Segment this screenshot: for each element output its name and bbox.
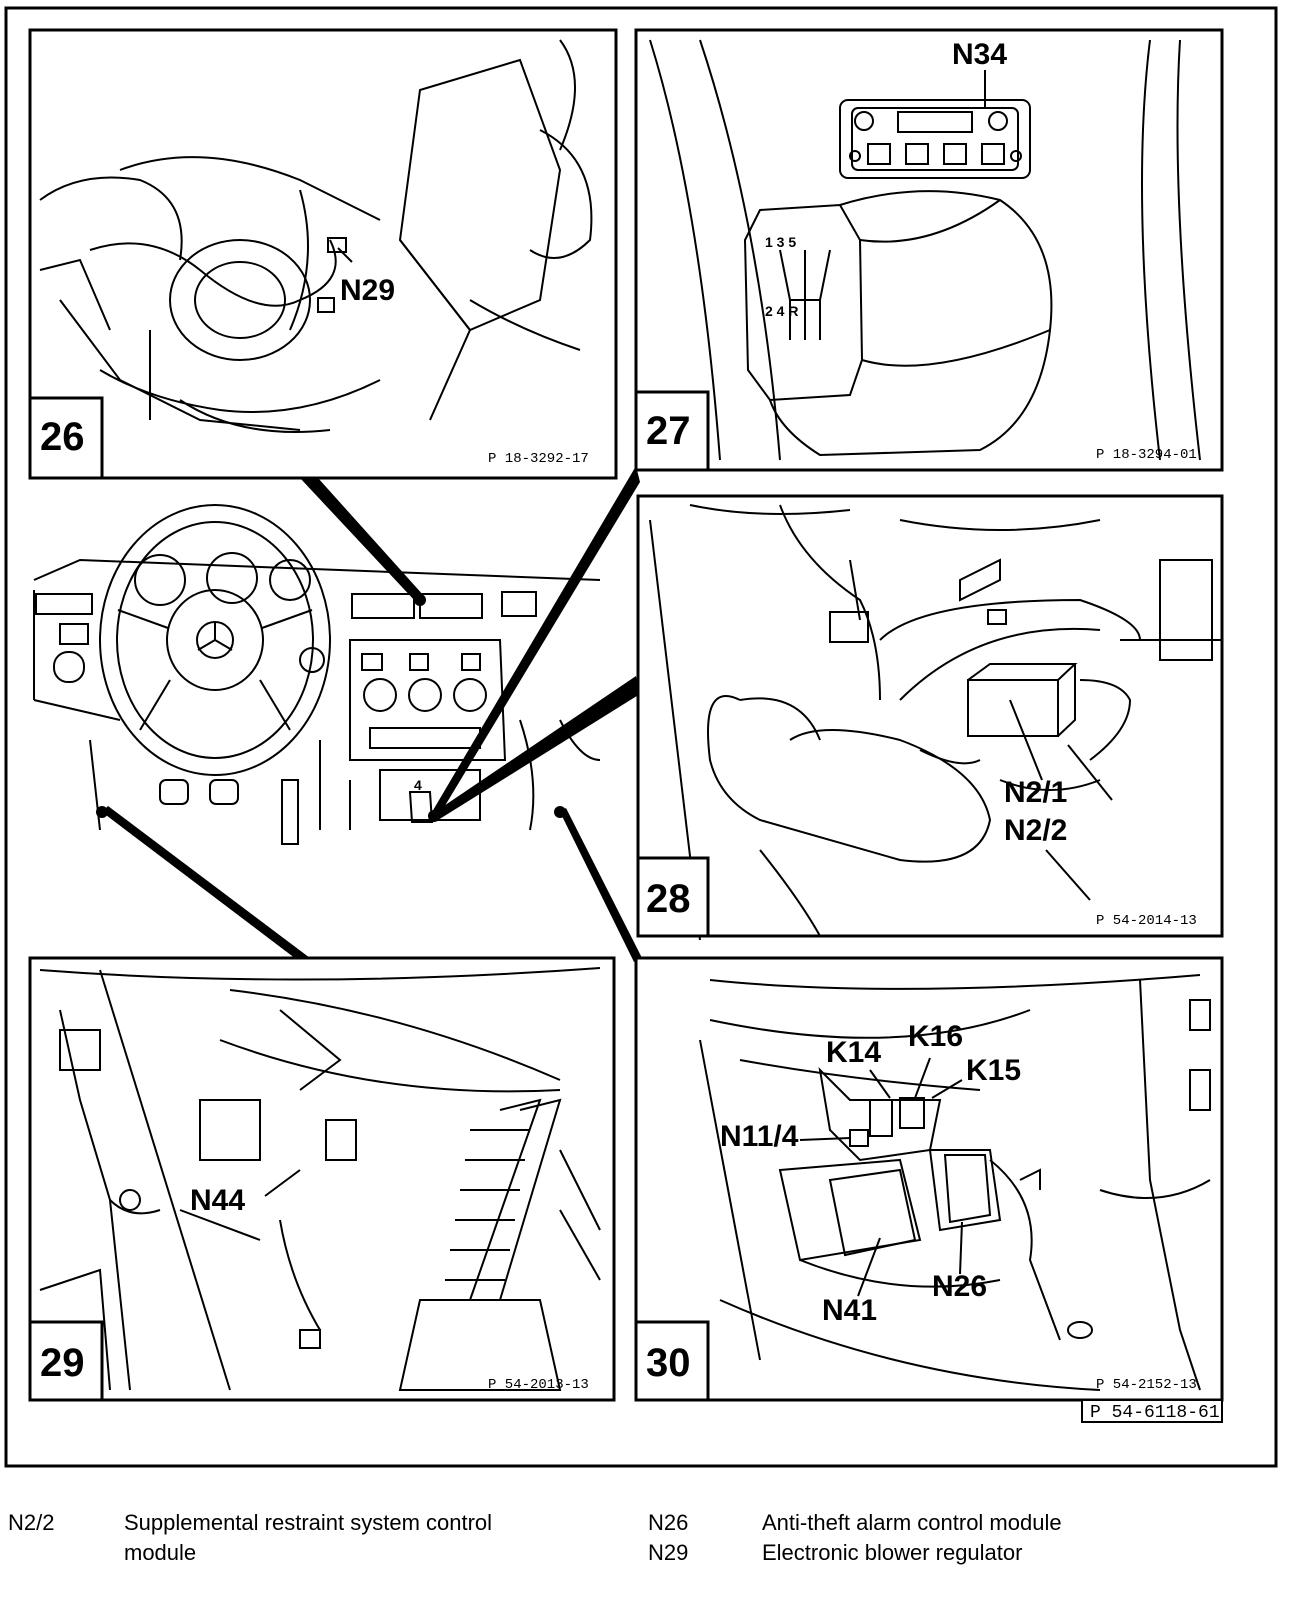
legend-description-cont: module: [124, 1540, 197, 1565]
legend-code: N2/2: [8, 1510, 55, 1535]
panel-29: N44 29 P 54-2013-13: [28, 956, 616, 1402]
panel-30-number: 30: [646, 1341, 691, 1385]
panel-30-callout-N11-4: N11/4: [720, 1120, 799, 1153]
panel-27-number: 27: [646, 409, 691, 453]
legend: N2/2 Supplemental restraint system contr…: [0, 1508, 1312, 1618]
panel-26-callout-N29: N29: [340, 274, 395, 307]
panel-29-drawing: [39, 967, 601, 1391]
panel-27-callout-N34: N34: [952, 38, 1007, 71]
legend-code: N26: [648, 1510, 689, 1535]
panel-28-number: 28: [646, 877, 691, 921]
panel-30: K14 K16 K15 N11/4 N41 N26 30 P 54-2152-1…: [634, 956, 1224, 1402]
main-ref-box: [1081, 1399, 1223, 1423]
panel-29-ref: P 54-2013-13: [488, 1377, 589, 1393]
outer-frame: [4, 6, 1278, 1468]
dashboard-drawing: [33, 504, 601, 845]
overview-shift-knob-label: 4: [414, 777, 422, 793]
panel-30-ref: P 54-2152-13: [1096, 1377, 1197, 1393]
panel-26: N29 26 P 18-3292-17: [28, 28, 618, 480]
legend-code: N29: [648, 1540, 689, 1565]
panel-28-ref: P 54-2014-13: [1096, 913, 1197, 929]
leader-lines: [102, 466, 642, 962]
panel-29-callout-N44: N44: [190, 1184, 245, 1217]
legend-description: Supplemental restraint system control: [124, 1510, 493, 1535]
panel-27: N34 1 3 5 2 4 R 27 P 18-3294-01: [634, 28, 1224, 472]
panel-30-callout-N41: N41: [822, 1294, 877, 1327]
shift-pattern-bottom: 2 4 R: [765, 303, 798, 319]
panel-27-ref: P 18-3294-01: [1096, 447, 1197, 463]
panel-28-callout-N2-1: N2/1: [1004, 776, 1067, 809]
panel-27-drawing: [649, 39, 1201, 461]
legend-description: Electronic blower regulator: [762, 1540, 1023, 1565]
panel-26-drawing: [39, 39, 593, 433]
panel-26-ref: P 18-3292-17: [488, 451, 589, 467]
panel-30-callout-K16: K16: [908, 1020, 963, 1053]
panel-30-callout-K15: K15: [966, 1054, 1021, 1087]
panel-30-callout-N26: N26: [932, 1270, 987, 1303]
panel-28-drawing: [649, 504, 1222, 941]
dashboard-overview: 4: [33, 504, 601, 845]
main-ref: P 54-6118-61: [1090, 1403, 1220, 1423]
panel-28: N2/1 N2/2 28 P 54-2014-13: [636, 494, 1224, 941]
panel-30-drawing: [699, 974, 1211, 1391]
shift-pattern-top: 1 3 5: [765, 234, 796, 250]
panel-29-number: 29: [40, 1341, 85, 1385]
legend-description: Anti-theft alarm control module: [762, 1510, 1062, 1535]
panel-28-callout-N2-2: N2/2: [1004, 814, 1067, 847]
panel-30-callout-K14: K14: [826, 1036, 881, 1069]
panel-26-number: 26: [40, 415, 85, 459]
